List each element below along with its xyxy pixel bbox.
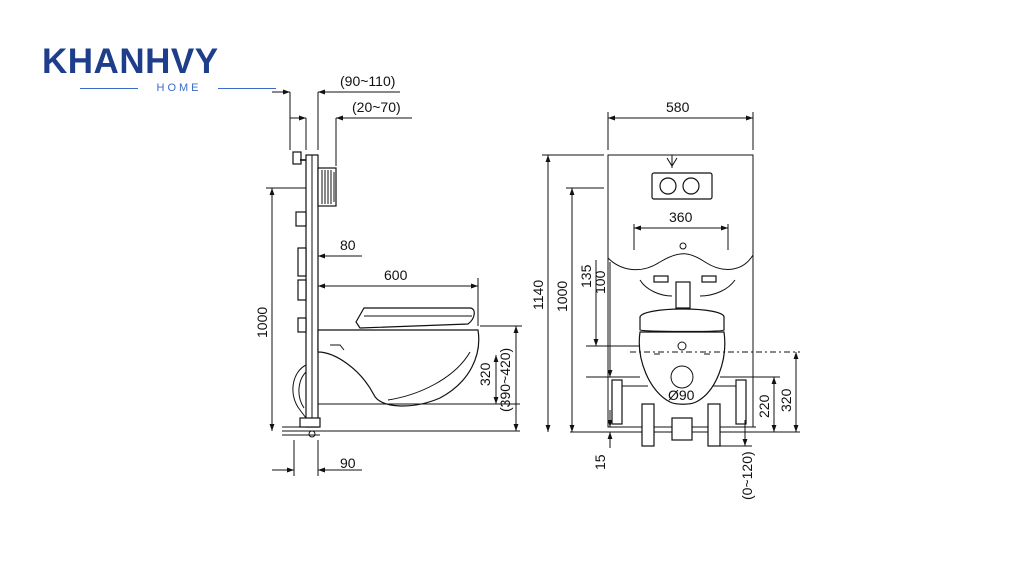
dim-20-70: (20~70) bbox=[352, 99, 401, 115]
dim-320-side: 320 bbox=[477, 362, 493, 386]
dim-90-side: 90 bbox=[340, 455, 356, 471]
dim-220: 220 bbox=[756, 394, 772, 418]
dim-1000-side: 1000 bbox=[254, 307, 270, 338]
dim-390-420: (390~420) bbox=[497, 348, 513, 412]
brand-sub-line: HOME bbox=[80, 81, 276, 95]
brand-sub: HOME bbox=[156, 82, 202, 94]
brand-rule-left bbox=[80, 88, 138, 89]
dim-80: 80 bbox=[340, 237, 356, 253]
dim-phi90: Ø90 bbox=[668, 387, 695, 403]
flush-plate-side bbox=[317, 167, 337, 207]
front-view: 580 360 1140 1000 135 100 Ø90 bbox=[530, 99, 800, 500]
dim-580: 580 bbox=[666, 99, 690, 115]
arrow-down-icon bbox=[666, 157, 678, 167]
dim-100: 100 bbox=[592, 270, 608, 294]
dim-1000-front: 1000 bbox=[554, 281, 570, 312]
installation-frame-side bbox=[292, 151, 321, 438]
dim-600: 600 bbox=[384, 267, 408, 283]
brand-rule-right bbox=[218, 88, 276, 89]
dim-0-120: (0~120) bbox=[739, 451, 755, 500]
dim-15: 15 bbox=[592, 454, 608, 470]
front-dimensions: 580 360 1140 1000 135 100 Ø90 bbox=[530, 99, 800, 500]
brand-logo: KHANHVY HOME bbox=[42, 44, 282, 96]
side-view: (90~110) (20~70) 80 600 1000 320 (390~42… bbox=[254, 73, 522, 476]
dim-90-110: (90~110) bbox=[340, 73, 395, 89]
dim-360: 360 bbox=[669, 209, 693, 225]
side-dimensions: (90~110) (20~70) 80 600 1000 320 (390~42… bbox=[254, 73, 522, 476]
dim-320-front: 320 bbox=[778, 388, 794, 412]
installation-frame-front bbox=[607, 154, 754, 428]
brand-name: KHANHVY bbox=[42, 42, 219, 81]
dim-1140: 1140 bbox=[530, 280, 546, 310]
dim-135: 135 bbox=[578, 264, 594, 288]
toilet-bowl-front bbox=[638, 308, 726, 447]
toilet-bowl-side bbox=[317, 307, 520, 407]
